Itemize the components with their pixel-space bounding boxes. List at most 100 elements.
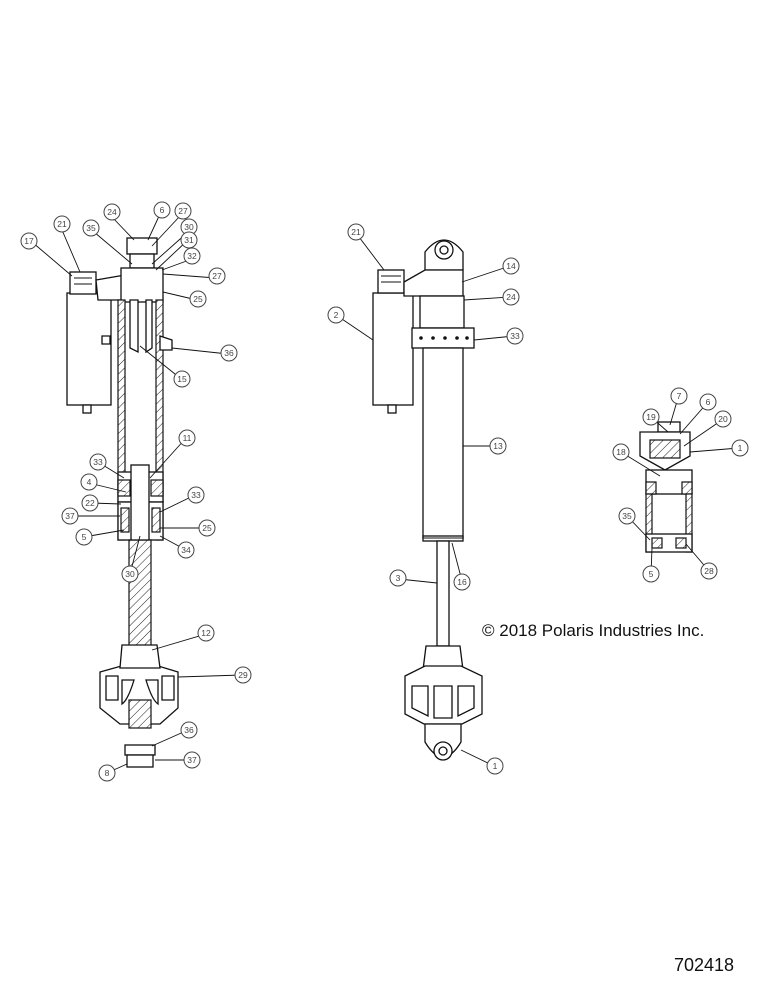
- callout-label: 1: [493, 761, 498, 771]
- body-tube: [422, 347, 464, 539]
- copyright-text: © 2018 Polaris Industries Inc.: [482, 621, 705, 640]
- callout-left-37: 37: [61, 507, 79, 525]
- callout-center-3: 3: [389, 569, 407, 587]
- callout-label: 35: [86, 223, 96, 233]
- callout-label: 34: [181, 545, 191, 555]
- callout-right-7: 7: [670, 387, 688, 405]
- callout-label: 15: [177, 374, 187, 384]
- callout-left-15: 15: [173, 370, 191, 388]
- callout-label: 19: [646, 412, 656, 422]
- callout-label: 25: [202, 523, 212, 533]
- callout-label: 32: [187, 251, 197, 261]
- callout-left-31: 31: [180, 231, 198, 249]
- callout-label: 29: [238, 670, 248, 680]
- callout-left-17: 17: [20, 232, 38, 250]
- callout-label: 16: [457, 577, 467, 587]
- callout-left-5: 5: [75, 528, 93, 546]
- callout-label: 14: [506, 261, 516, 271]
- callout-label: 4: [87, 477, 92, 487]
- callout-label: 33: [93, 457, 103, 467]
- callout-right-18: 18: [612, 443, 630, 461]
- callout-label: 7: [677, 391, 682, 401]
- callout-label: 28: [704, 566, 714, 576]
- callout-label: 35: [622, 511, 632, 521]
- shaft-center: [436, 540, 450, 647]
- callout-left-27: 27: [208, 267, 226, 285]
- callout-center-14: 14: [502, 257, 520, 275]
- callout-label: 20: [718, 414, 728, 424]
- callout-label: 37: [187, 755, 197, 765]
- callout-label: 36: [224, 348, 234, 358]
- callout-left-30: 30: [121, 565, 139, 583]
- callout-label: 13: [493, 441, 503, 451]
- callout-right-5: 5: [642, 565, 660, 583]
- reservoir-cap: [69, 271, 97, 295]
- callout-label: 24: [107, 207, 117, 217]
- callout-right-1: 1: [731, 439, 749, 457]
- callout-label: 11: [183, 433, 192, 443]
- callout-left-21: 21: [53, 215, 71, 233]
- callout-left-4: 4: [80, 473, 98, 491]
- callout-label: 21: [351, 227, 361, 237]
- callout-center-24: 24: [502, 288, 520, 306]
- callout-right-6: 6: [699, 393, 717, 411]
- callout-label: 5: [82, 532, 87, 542]
- callout-left-6: 6: [153, 201, 171, 219]
- callout-label: 6: [706, 397, 711, 407]
- callout-center-33: 33: [506, 327, 524, 345]
- callout-left-36: 36: [180, 721, 198, 739]
- callout-left-32: 32: [183, 247, 201, 265]
- callout-left-8: 8: [98, 764, 116, 782]
- callout-left-25: 25: [189, 290, 207, 308]
- callout-label: 30: [125, 569, 135, 579]
- figure-number: 702418: [674, 955, 735, 975]
- callout-label: 8: [105, 768, 110, 778]
- callout-label: 37: [65, 511, 75, 521]
- callout-left-29: 29: [234, 666, 252, 684]
- callout-label: 27: [178, 206, 188, 216]
- callout-right-19: 19: [642, 408, 660, 426]
- reservoir-body-center: [372, 292, 414, 406]
- callout-center-2: 2: [327, 306, 345, 324]
- callout-left-25: 25: [198, 519, 216, 537]
- callout-label: 18: [616, 447, 626, 457]
- callout-left-34: 34: [177, 541, 195, 559]
- callout-label: 6: [160, 205, 165, 215]
- callout-left-30: 30: [180, 218, 198, 236]
- callout-label: 33: [510, 331, 520, 341]
- reservoir-body: [66, 292, 112, 406]
- callout-label: 21: [57, 219, 67, 229]
- callout-left-22: 22: [81, 494, 99, 512]
- callout-label: 3: [396, 573, 401, 583]
- callout-left-33: 33: [89, 453, 107, 471]
- callout-center-13: 13: [489, 437, 507, 455]
- callout-label: 30: [184, 222, 194, 232]
- callout-left-36: 36: [220, 344, 238, 362]
- callout-label: 27: [212, 271, 222, 281]
- callout-center-21: 21: [347, 223, 365, 241]
- callout-left-33: 33: [187, 486, 205, 504]
- callout-label: 2: [334, 310, 339, 320]
- callout-label: 17: [24, 236, 34, 246]
- callout-center-16: 16: [453, 573, 471, 591]
- callout-left-24: 24: [103, 203, 121, 221]
- callout-left-12: 12: [197, 624, 215, 642]
- callout-label: 36: [184, 725, 194, 735]
- sectioned-shock-view: [66, 237, 179, 768]
- assembled-shock-view: [372, 239, 483, 761]
- callout-label: 33: [191, 490, 201, 500]
- reservoir-detail-view: [639, 421, 693, 553]
- callout-left-11: 11: [178, 429, 196, 447]
- callout-label: 22: [85, 498, 95, 508]
- callout-label: 1: [738, 443, 743, 453]
- callout-right-20: 20: [714, 410, 732, 428]
- callout-label: 25: [193, 294, 203, 304]
- callout-left-37: 37: [183, 751, 201, 769]
- callout-center-1: 1: [486, 757, 504, 775]
- callout-right-35: 35: [618, 507, 636, 525]
- callout-label: 12: [201, 628, 211, 638]
- callout-label: 31: [184, 235, 194, 245]
- callout-label: 5: [649, 569, 654, 579]
